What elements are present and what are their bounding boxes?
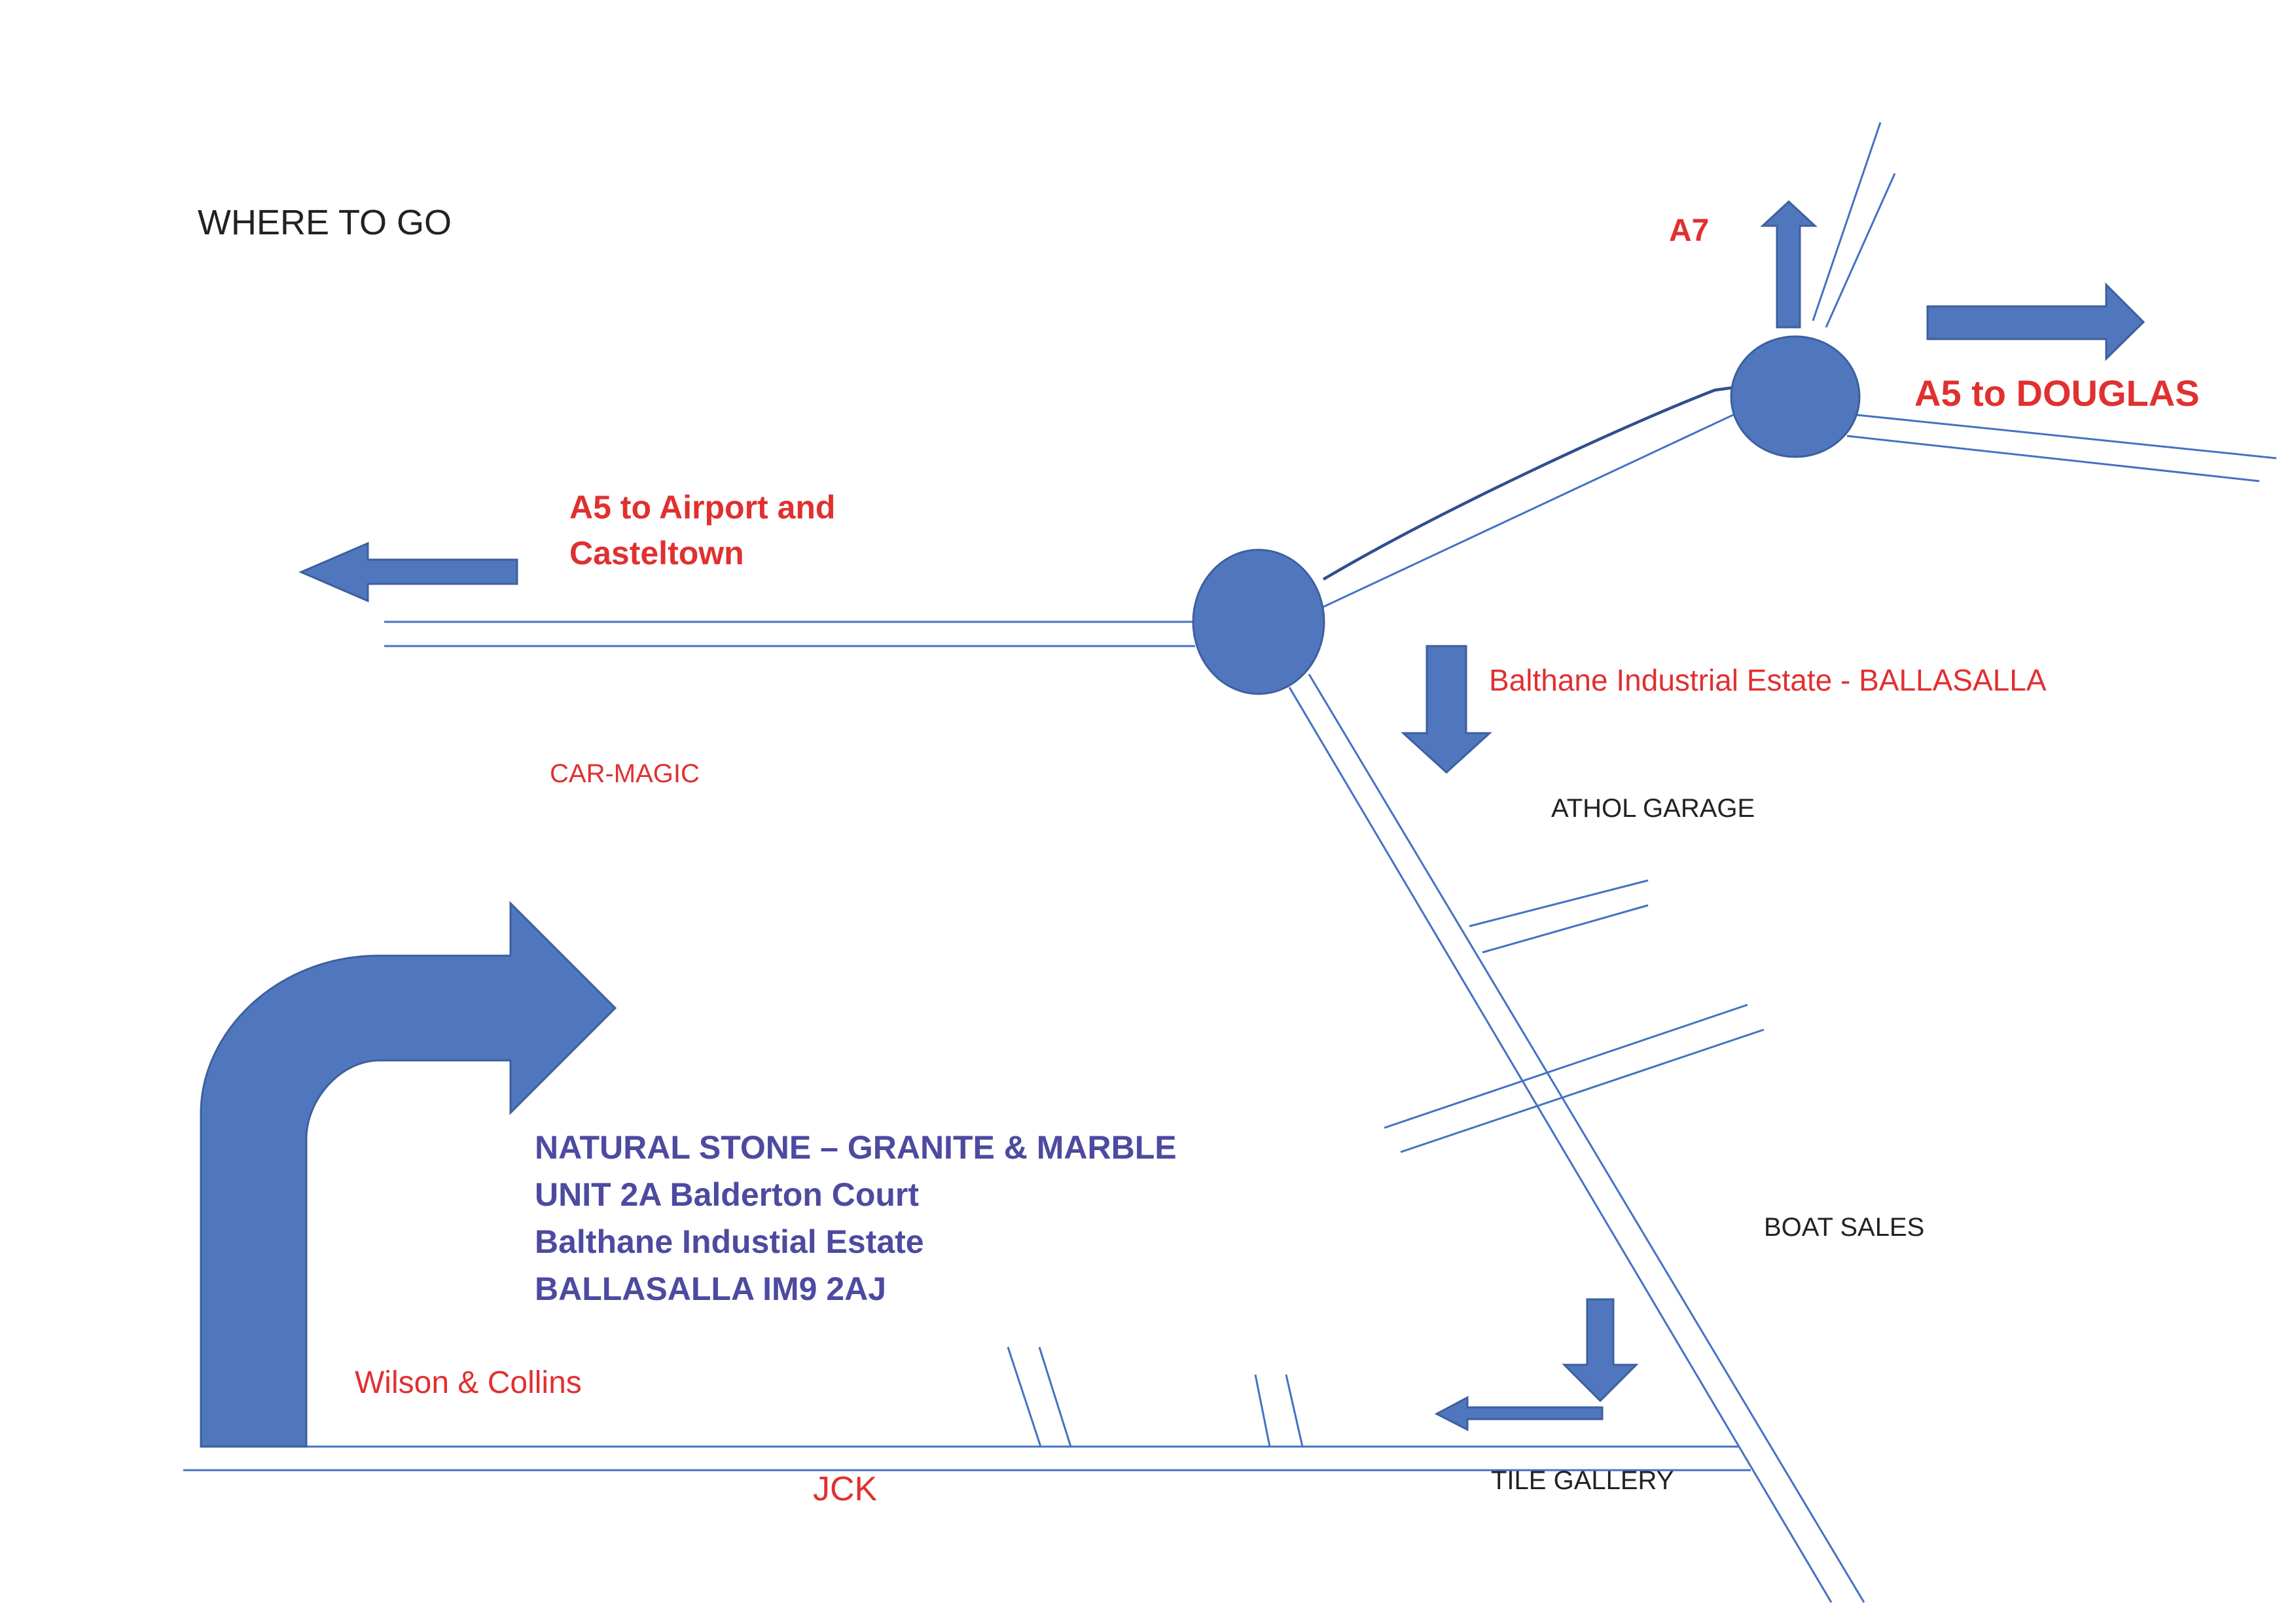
roundabout-upper-icon: [1730, 335, 1861, 458]
road-link-upper: [1322, 381, 1768, 581]
road-cross-top: [1384, 1003, 1748, 1129]
road-stub-1b: [1038, 1346, 1072, 1447]
arrows: [200, 200, 2145, 1448]
turn-right-arrow-icon: [200, 901, 617, 1448]
page-title: WHERE TO GO: [198, 203, 452, 242]
road-douglas-top: [1850, 413, 2277, 460]
destination-line4: BALLASALLA IM9 2AJ: [535, 1271, 886, 1307]
road-side-athol-bottom: [1482, 904, 1649, 954]
road-link-lower: [1321, 412, 1736, 609]
arrow-left-airport-icon: [298, 541, 518, 603]
labels: WHERE TO GO A7 A5 to DOUGLAS A5 to Airpo…: [198, 203, 2200, 1508]
label-boat-sales: BOAT SALES: [1764, 1213, 1924, 1242]
arrow-left-tile-icon: [1434, 1396, 1604, 1432]
roundabouts: [1192, 335, 1861, 695]
arrow-down-tile-icon: [1562, 1298, 1639, 1403]
arrow-up-a7-icon: [1760, 200, 1818, 329]
destination-address: NATURAL STONE – GRANITE & MARBLE UNIT 2A…: [535, 1129, 1177, 1307]
label-car-magic: CAR-MAGIC: [550, 759, 700, 788]
road-stub-2a: [1254, 1374, 1271, 1447]
destination-line1: NATURAL STONE – GRANITE & MARBLE: [535, 1129, 1177, 1166]
arrow-right-douglas-icon: [1926, 282, 2145, 361]
destination-line3: Balthane Industial Estate: [535, 1223, 924, 1260]
label-tile-gallery: TILE GALLERY: [1491, 1466, 1674, 1495]
destination-line2: UNIT 2A Balderton Court: [535, 1176, 919, 1213]
road-diagonal-left: [1288, 687, 1833, 1603]
label-jck: JCK: [813, 1470, 878, 1508]
road-stub-1a: [1007, 1346, 1042, 1447]
road-cross-bottom: [1400, 1028, 1765, 1153]
label-a5-airport-line1: A5 to Airport and: [569, 489, 835, 526]
road-diagonal-right: [1308, 674, 1865, 1603]
road-a7-left: [1812, 122, 1882, 321]
label-wilson-collins: Wilson & Collins: [355, 1365, 582, 1400]
road-douglas-bottom: [1846, 435, 2260, 482]
label-a7: A7: [1669, 213, 1709, 248]
road-stub-2b: [1285, 1374, 1304, 1447]
label-balthane: Balthane Industrial Estate - BALLASALLA: [1489, 663, 2047, 697]
label-a5-douglas: A5 to DOUGLAS: [1914, 372, 2200, 414]
label-a5-airport-line2: Casteltown: [569, 535, 744, 571]
roads: [183, 122, 2277, 1603]
road-side-athol-top: [1469, 879, 1649, 928]
label-athol-garage: ATHOL GARAGE: [1551, 794, 1755, 823]
roundabout-lower-icon: [1192, 549, 1325, 695]
road-a7-right: [1825, 173, 1896, 328]
arrow-down-balthane-icon: [1401, 645, 1492, 774]
